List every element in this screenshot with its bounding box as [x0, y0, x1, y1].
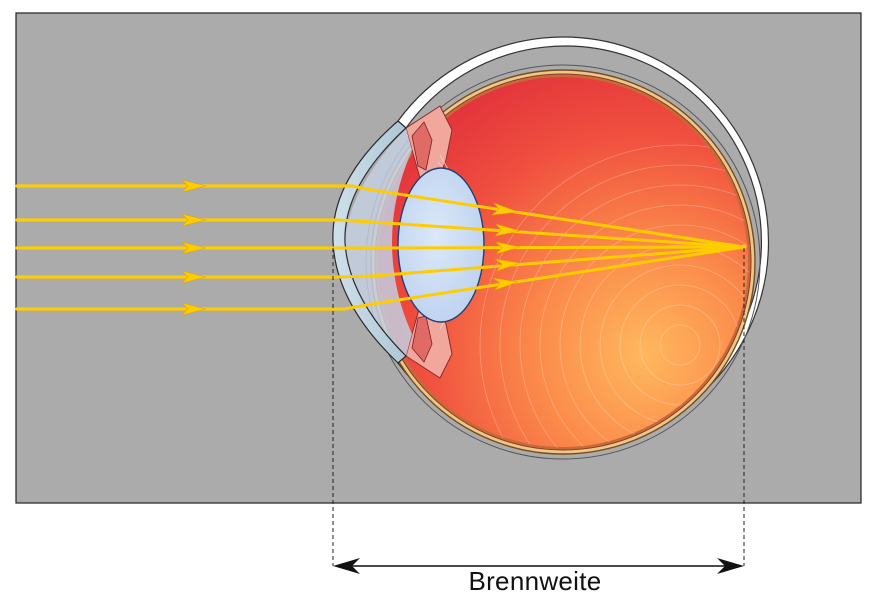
- ray-arrowhead-2: [181, 213, 207, 227]
- refracted-arrowhead-4: [494, 258, 521, 272]
- refracted-ray-5: [342, 245, 746, 311]
- focal-point: [741, 244, 747, 250]
- cornea: [332, 120, 407, 364]
- ray-arrowhead-3: [181, 241, 207, 255]
- focal-length-arrowhead-left: [333, 558, 360, 574]
- refracted-arrowhead-2: [494, 223, 521, 237]
- refracted-ray-4: [334, 245, 746, 279]
- refracted-ray-arrowheads: [491, 202, 521, 291]
- iris-lower: [411, 315, 433, 363]
- ray-arrowhead-5: [181, 302, 207, 316]
- focal-length-label: Brennweite: [468, 566, 602, 596]
- ray-arrowhead-4: [181, 270, 207, 284]
- crystalline-lens: [397, 167, 485, 323]
- refracted-arrowhead-1: [491, 202, 519, 216]
- ray-arrowhead-1: [181, 179, 207, 193]
- refracted-ray-3: [332, 245, 746, 250]
- incoming-ray-arrowheads: [181, 179, 207, 316]
- refracted-ray-2: [336, 218, 746, 249]
- focal-length-arrowhead-right: [717, 558, 744, 574]
- refracted-ray-1: [350, 184, 746, 249]
- refracted-rays: [332, 184, 746, 311]
- refracted-arrowhead-3: [495, 241, 521, 255]
- refracted-arrowhead-5: [492, 277, 519, 291]
- iris-upper: [411, 121, 433, 171]
- incoming-parallel-rays: [15, 184, 354, 311]
